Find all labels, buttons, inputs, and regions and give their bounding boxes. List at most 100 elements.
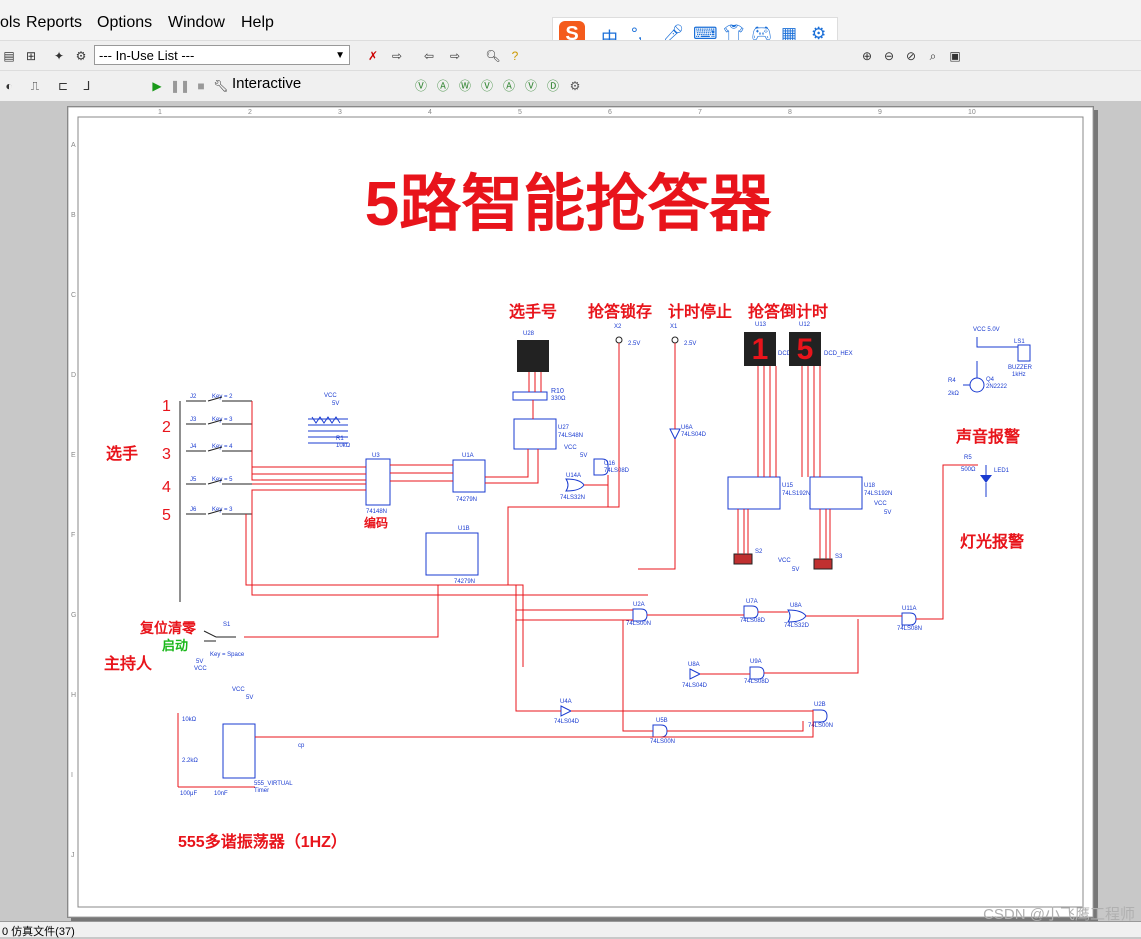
- svg-text:B: B: [71, 212, 76, 219]
- gate-u7a[interactable]: [743, 605, 759, 619]
- probe-power-icon[interactable]: Ⓦ: [458, 79, 471, 93]
- punctuation-icon[interactable]: °,: [631, 24, 643, 43]
- hierarchy-icon[interactable]: ⊞: [25, 49, 37, 63]
- forward-annotate-icon[interactable]: ⇦: [423, 49, 435, 63]
- run-icon[interactable]: ▶: [152, 79, 162, 93]
- help-icon[interactable]: ?: [511, 49, 519, 63]
- bus-icon[interactable]: ⅃: [83, 79, 91, 93]
- probe-diff-icon[interactable]: Ⓥ: [480, 79, 493, 93]
- player-number-2: 2: [162, 419, 171, 436]
- keyboard-icon[interactable]: ⌨: [693, 24, 718, 43]
- chip-u1a-part: 74279N: [456, 497, 477, 503]
- chip-u18[interactable]: [809, 476, 863, 510]
- host-switch-s1[interactable]: [203, 630, 236, 642]
- component-icon[interactable]: ⎍: [30, 79, 40, 93]
- gate-u2a[interactable]: [632, 608, 648, 622]
- menu-tools[interactable]: ols: [0, 14, 21, 31]
- resistor-r10[interactable]: [512, 391, 548, 401]
- gate-u11a[interactable]: [901, 612, 917, 626]
- transistor-q4[interactable]: [969, 377, 985, 393]
- display-u28: [517, 340, 549, 372]
- chip-u15[interactable]: [727, 476, 781, 510]
- probe-x1[interactable]: [671, 336, 679, 344]
- gate-u16[interactable]: [593, 458, 609, 476]
- gate-u14a[interactable]: [565, 478, 585, 492]
- status-tab[interactable]: 0 仿真文件(37): [2, 926, 75, 938]
- buzzer-freq: 1kHz: [1012, 372, 1026, 378]
- display-u13-digit: 1: [752, 333, 769, 366]
- probe-icon[interactable]: ◐: [5, 79, 13, 93]
- new-component-icon[interactable]: ✦: [53, 49, 65, 63]
- chip-u1b[interactable]: [425, 532, 479, 576]
- gate-u2b[interactable]: [812, 709, 828, 723]
- probe-settings-icon[interactable]: ⚙: [569, 79, 581, 93]
- apps-grid-icon[interactable]: ▦: [781, 24, 798, 43]
- timer-555[interactable]: [222, 723, 256, 779]
- timer-555-label: 555_VIRTUAL: [254, 781, 293, 787]
- gate-u5b-label: U5B: [656, 718, 668, 724]
- pause-icon[interactable]: ❚❚: [170, 79, 191, 93]
- chip-u1a[interactable]: [452, 459, 486, 493]
- chip-u3[interactable]: [365, 458, 391, 506]
- simulation-mode-label[interactable]: Interactive: [232, 75, 302, 92]
- gate-u5b[interactable]: [652, 724, 668, 738]
- probe-ref-icon[interactable]: Ⓐ: [502, 79, 515, 93]
- microphone-icon[interactable]: 🎤︎: [663, 24, 685, 43]
- gate-u4a[interactable]: [560, 705, 573, 717]
- menu-options[interactable]: Options: [97, 14, 153, 31]
- gate-u11a-label: U11A: [902, 606, 917, 612]
- gate-u8a-inverter[interactable]: [689, 668, 702, 680]
- switch-j4-label: J4: [190, 444, 197, 450]
- menu-reports[interactable]: Reports: [26, 14, 83, 31]
- svg-text:7: 7: [698, 109, 702, 116]
- svg-text:I: I: [71, 772, 73, 779]
- dip-switch-s2[interactable]: [733, 553, 753, 565]
- skin-icon[interactable]: 👕︎: [723, 24, 745, 43]
- back-annotate-icon[interactable]: ⇨: [391, 49, 403, 63]
- zoom-in-icon[interactable]: ⊕: [861, 49, 873, 63]
- stop-icon[interactable]: ■: [197, 79, 205, 93]
- transfer-icon[interactable]: ⇨: [449, 49, 461, 63]
- probe-current-icon[interactable]: Ⓐ: [436, 79, 449, 93]
- gate-u9a[interactable]: [749, 666, 765, 680]
- player-switches[interactable]: [179, 396, 252, 602]
- probe-digital-icon[interactable]: Ⓥ: [524, 79, 537, 93]
- vcc-label-r1: VCC: [324, 393, 337, 399]
- dip-switch-s3[interactable]: [813, 558, 833, 570]
- gate-u8a[interactable]: [787, 609, 807, 623]
- probe-x2[interactable]: [615, 336, 623, 344]
- host-switch-vcc-val: 5V: [196, 659, 203, 665]
- vcc-u18-val: 5V: [884, 510, 891, 516]
- spreadsheet-icon[interactable]: ▤: [3, 49, 15, 63]
- erc-icon[interactable]: ✗: [367, 49, 379, 63]
- buzzer-ls1-label: LS1: [1014, 339, 1025, 345]
- game-icon[interactable]: 🎮︎: [751, 24, 773, 43]
- display-u12-digit: 5: [797, 333, 814, 366]
- settings-shield-icon[interactable]: ⚙: [811, 24, 827, 43]
- wire-icon[interactable]: ⊏: [57, 79, 69, 93]
- chip-u27[interactable]: [513, 418, 557, 450]
- find-icon[interactable]: 🔍︎: [485, 49, 501, 63]
- label-reset: 复位清零: [139, 620, 197, 636]
- display-u13: [744, 332, 776, 366]
- database-icon[interactable]: ⚙: [75, 49, 87, 63]
- chip-u27-label: U27: [558, 425, 570, 431]
- schematic-canvas[interactable]: 5路智能抢答器 选手号 抢答锁存 计时停止 抢答倒计时 选手 编码 声音报警 灯…: [67, 106, 1094, 918]
- dip-switch-s3-label: S3: [835, 554, 843, 560]
- menu-help[interactable]: Help: [241, 14, 274, 31]
- buzzer-ls1[interactable]: [1017, 344, 1031, 362]
- in-use-list-select[interactable]: --- In-Use List --- ▼: [94, 45, 350, 65]
- resistor-pack-r1[interactable]: [308, 416, 348, 444]
- gate-u6a[interactable]: [669, 428, 681, 441]
- schematic-sheet[interactable]: 5路智能抢答器 选手号 抢答锁存 计时停止 抢答倒计时 选手 编码 声音报警 灯…: [67, 106, 1094, 918]
- menu-window[interactable]: Window: [168, 14, 225, 31]
- label-oscillator: 555多谐振荡器（1HZ）: [178, 832, 347, 851]
- probe-voltage-icon[interactable]: Ⓥ: [414, 79, 427, 93]
- zoom-out-icon[interactable]: ⊖: [883, 49, 895, 63]
- full-screen-icon[interactable]: ▣: [949, 49, 961, 63]
- resistor-r4-label: R4: [948, 378, 956, 384]
- display-u12: [789, 332, 821, 366]
- zoom-fit-icon[interactable]: ⌕: [929, 49, 937, 63]
- probe-bus-icon[interactable]: Ⓓ: [546, 79, 559, 93]
- zoom-area-icon[interactable]: ⊘: [905, 49, 917, 63]
